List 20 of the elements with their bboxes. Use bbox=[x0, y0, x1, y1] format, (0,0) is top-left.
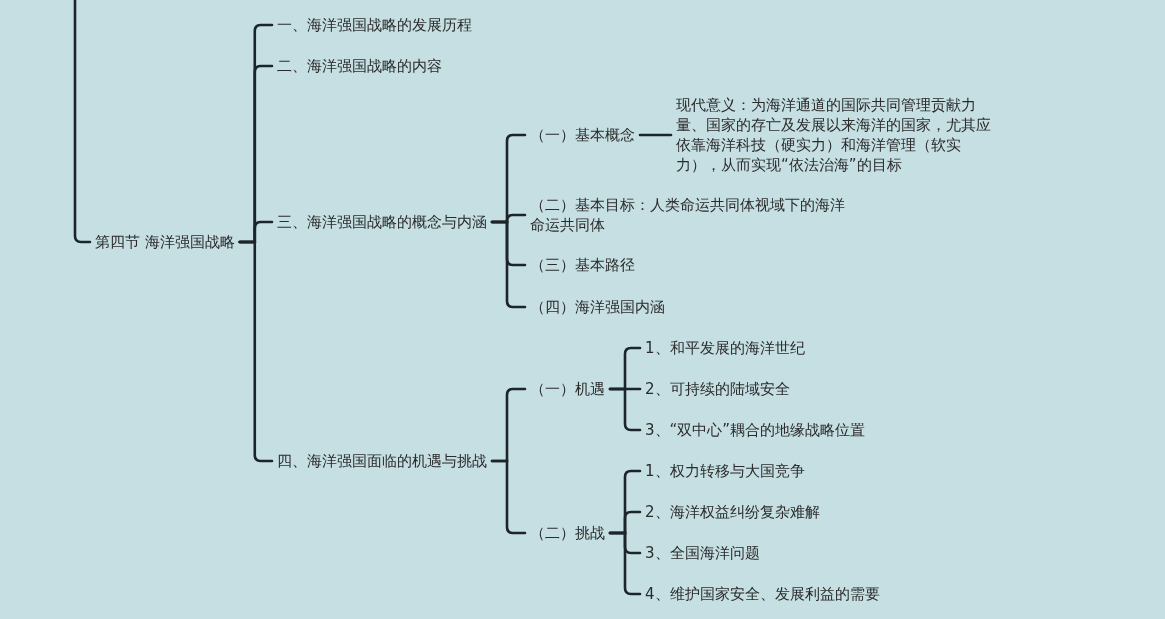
topic-label: 三、海洋强国战略的概念与内涵 bbox=[272, 212, 492, 232]
topic-label: （二）基本目标：人类命运共同体视域下的海洋命运共同体 bbox=[525, 195, 857, 235]
topic-label: （二）挑战 bbox=[525, 523, 610, 543]
topic-label: 现代意义：为海洋通道的国际共同管理贡献力量、国家的存亡及发展以来海洋的国家，尤其应依靠海洋科技（硬实力）和海洋管理（软实力），从而实现“依法治海”的目标 bbox=[671, 95, 1004, 175]
topic-label: 1、权力转移与大国竞争 bbox=[640, 461, 810, 481]
topic-label: 第四节 海洋强国战略 bbox=[90, 232, 240, 252]
topic-label: 一、海洋强国战略的发展历程 bbox=[272, 15, 477, 35]
topic-label: （三）基本路径 bbox=[525, 255, 640, 275]
topic-label: （一）机遇 bbox=[525, 379, 610, 399]
topic-label: 1、和平发展的海洋世纪 bbox=[640, 338, 810, 358]
topic-label: 四、海洋强国面临的机遇与挑战 bbox=[272, 451, 492, 471]
connector-line bbox=[638, 133, 673, 137]
topic-label: 3、全国海洋问题 bbox=[640, 543, 765, 563]
topic-label: 2、可持续的陆域安全 bbox=[640, 379, 795, 399]
topic-label: 4、维护国家安全、发展利益的需要 bbox=[640, 584, 885, 604]
topic-label: （一）基本概念 bbox=[525, 125, 640, 145]
topic-label: 2、海洋权益纠纷复杂难解 bbox=[640, 502, 825, 522]
topic-label: 二、海洋强国战略的内容 bbox=[272, 56, 447, 76]
topic-label: （四）海洋强国内涵 bbox=[525, 297, 670, 317]
topic-label: 3、“双中心”耦合的地缘战略位置 bbox=[640, 420, 871, 440]
